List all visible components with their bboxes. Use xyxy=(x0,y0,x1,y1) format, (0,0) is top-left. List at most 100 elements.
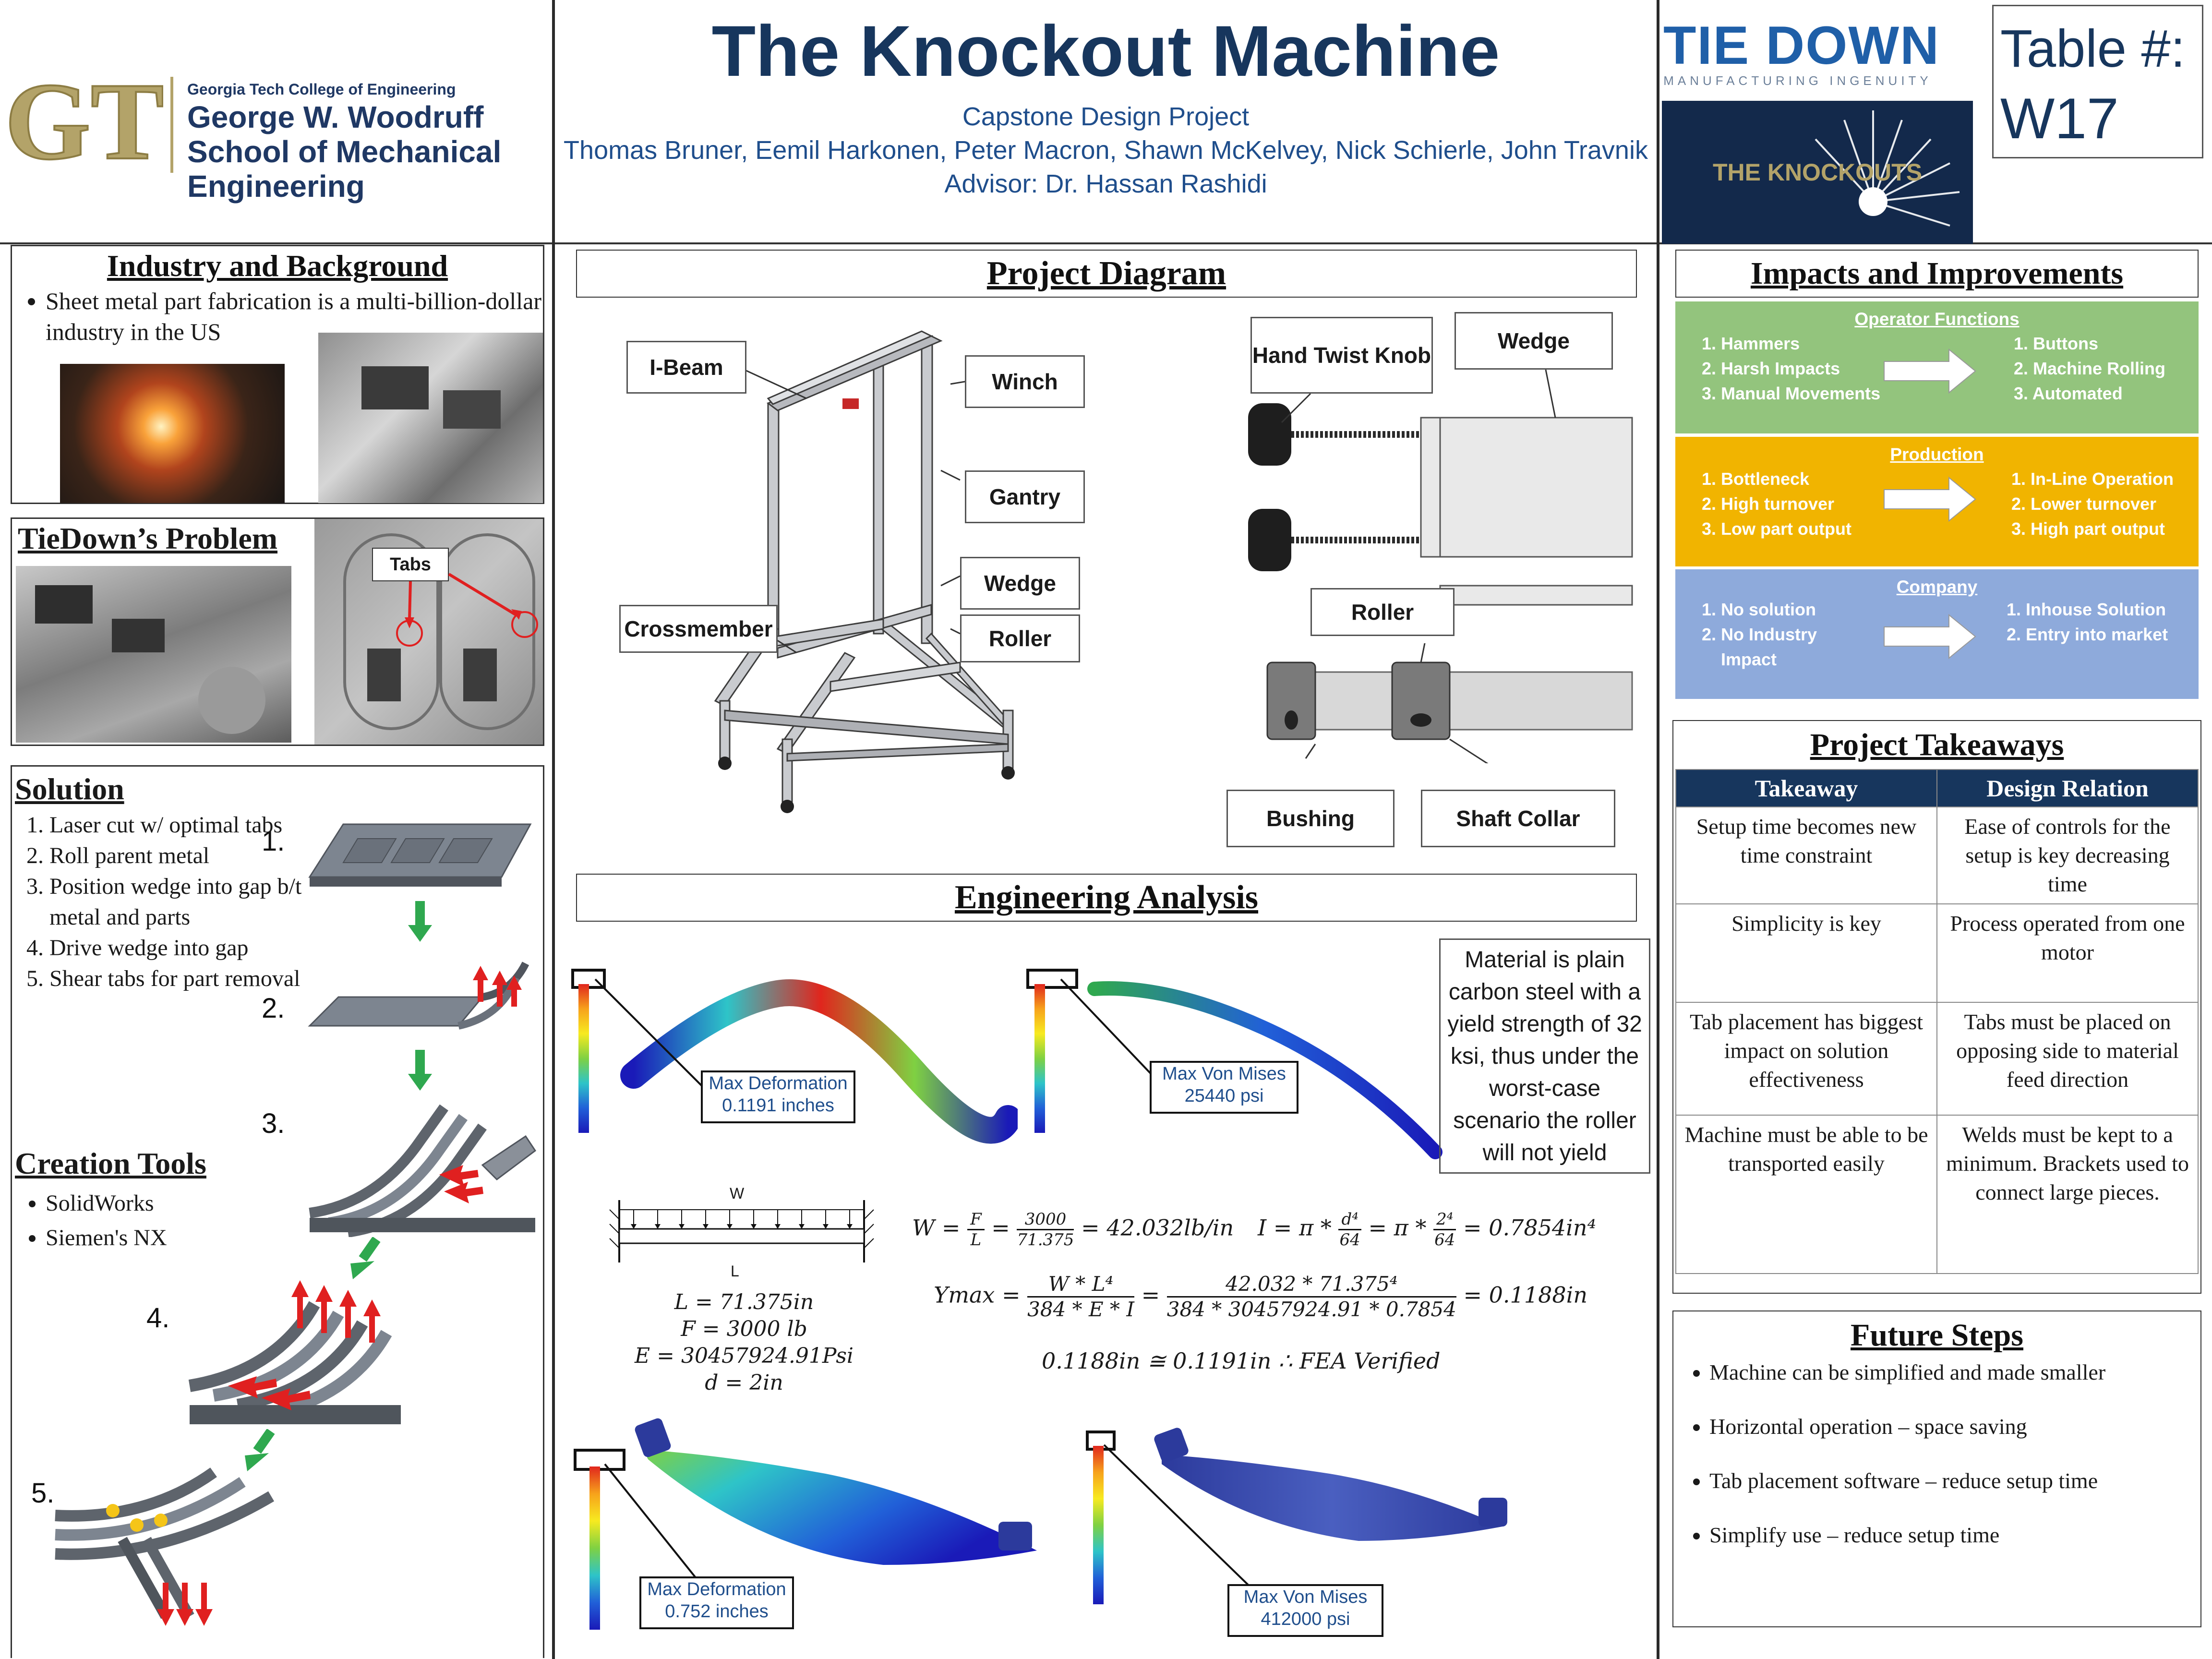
step3-wedge-position-image xyxy=(309,1104,537,1237)
table-cell: Setup time becomes new time constraint xyxy=(1675,806,1937,904)
takeaway-header: Takeaway xyxy=(1675,769,1937,807)
callout-leader xyxy=(604,1463,702,1585)
team-name: THE KNOCKOUTS xyxy=(1712,159,1923,186)
section-title: Creation Tools xyxy=(15,1146,206,1180)
roller-bushing-drawing xyxy=(1266,643,1633,763)
step1-flat-sheet-image xyxy=(308,823,532,887)
eq-part: = 0.1188in xyxy=(1463,1282,1587,1308)
callout-leader xyxy=(594,978,721,1105)
table-label: Table #: xyxy=(2000,19,2186,78)
step-number: 3. xyxy=(262,1108,285,1139)
logo-school: George W. Woodruff School of Mechanical … xyxy=(187,100,502,204)
solution-step: Laser cut w/ optimal tabs xyxy=(49,810,318,841)
fea-label-roller-deformation: Max Deformation 0.1191 inches xyxy=(701,1070,855,1123)
impact-before-item: Impact xyxy=(1702,649,1777,669)
fea-label-value: 0.752 inches xyxy=(665,1601,769,1622)
impact-before-list: 1. Hammers 2. Harsh Impacts 3. Manual Mo… xyxy=(1702,331,1880,406)
beam-load-diagram xyxy=(609,1200,874,1262)
sponsor-name: TIE DOWN xyxy=(1663,15,1940,75)
gt-monogram-icon: GT xyxy=(4,59,165,183)
section-title: Solution xyxy=(15,772,124,806)
wedge-right-label: Wedge xyxy=(1455,312,1613,370)
tabs-closeup-photo: Tabs xyxy=(314,519,543,745)
eq-num: 3000 xyxy=(1017,1210,1074,1230)
gantry-frame-drawing xyxy=(714,330,1015,813)
logo-divider xyxy=(170,77,173,173)
column-divider xyxy=(1657,0,1659,1659)
eq-part: = 0.7854in⁴ xyxy=(1463,1214,1596,1241)
impact-row-company: Company 1. No solution 2. No Industry Im… xyxy=(1675,569,2199,699)
eq-den: 64 xyxy=(1434,1230,1455,1250)
fea-label-value: 0.1191 inches xyxy=(722,1095,834,1116)
solution-steps: Laser cut w/ optimal tabs Roll parent me… xyxy=(12,810,318,994)
impact-row-operator: Operator Functions 1. Hammers 2. Harsh I… xyxy=(1675,301,2199,433)
impact-row-header: Production xyxy=(1890,445,1984,464)
poster-advisor: Advisor: Dr. Hassan Rashidi xyxy=(944,169,1267,198)
impact-after-item: 1. In-Line Operation xyxy=(2011,469,2174,489)
impacts-title-box: Impacts and Improvements xyxy=(1675,250,2199,298)
fea-color-legend xyxy=(1093,1446,1104,1604)
tool-item: Siemen's NX xyxy=(46,1223,167,1253)
section-title: Project Diagram xyxy=(986,255,1226,292)
hand-knob-label: Hand Twist Knob xyxy=(1250,317,1433,394)
impact-before-list: 1. Bottleneck 2. High turnover 3. Low pa… xyxy=(1702,467,1851,541)
impact-before-item: 1. No solution xyxy=(1702,600,1816,619)
green-arrow-icon xyxy=(350,1237,381,1279)
diagram-title-box: Project Diagram xyxy=(576,250,1637,298)
green-arrow-icon xyxy=(245,1429,275,1471)
beam-l-label: L xyxy=(731,1262,739,1280)
impact-after-list: 1. In-Line Operation 2. Lower turnover 3… xyxy=(2011,467,2174,541)
roller-left-label: Roller xyxy=(960,614,1080,662)
future-step-item: Machine can be simplified and made small… xyxy=(1709,1359,2200,1385)
fea-label-roller-stress: Max Von Mises 25440 psi xyxy=(1150,1061,1298,1114)
header-divider xyxy=(555,242,1657,244)
solution-section: Solution Laser cut w/ optimal tabs Roll … xyxy=(11,765,544,1658)
impact-row-header: Operator Functions xyxy=(1854,309,2020,329)
given-value: d = 2in xyxy=(705,1370,783,1395)
fea-label-title: Max Deformation xyxy=(709,1073,848,1094)
eq-den: L xyxy=(970,1230,982,1250)
step-number: 4. xyxy=(146,1302,170,1334)
gantry-label: Gantry xyxy=(965,470,1085,523)
crossmember-label: Crossmember xyxy=(619,605,778,653)
problem-section: TieDown’s Problem Tabs xyxy=(11,517,544,746)
wedge-left-label: Wedge xyxy=(960,557,1080,610)
givens-list: L = 71.375in F = 3000 lb E = 30457924.91… xyxy=(600,1289,888,1396)
arrow-right-icon xyxy=(1884,613,1976,660)
sponsor-tagline: MANUFACTURING INGENUITY xyxy=(1663,73,1932,88)
fea-label-wedge-stress: Max Von Mises 412000 psi xyxy=(1227,1584,1383,1637)
diagram-leader-lines-right xyxy=(1281,369,1556,423)
fea-roller-stress-plot xyxy=(1087,981,1443,1159)
roller-right-label: Roller xyxy=(1310,588,1455,636)
solution-step: Roll parent metal xyxy=(49,841,318,871)
winch-label: Winch xyxy=(965,355,1085,408)
sheet-metal-photo xyxy=(318,333,543,503)
future-steps-list: Machine can be simplified and made small… xyxy=(1673,1359,2200,1548)
industry-bullet: Sheet metal part fabrication is a multi-… xyxy=(46,286,550,347)
table-number: W17 xyxy=(2000,86,2119,151)
given-value: L = 71.375in xyxy=(674,1290,814,1314)
beam-w-label: W xyxy=(730,1185,745,1202)
impact-before-item: 3. Low part output xyxy=(1702,519,1851,539)
eq-part: = xyxy=(1141,1282,1160,1308)
shaft-collar-label: Shaft Collar xyxy=(1421,790,1615,847)
section-title: TieDown’s Problem xyxy=(18,521,278,555)
solution-step: Drive wedge into gap xyxy=(49,933,318,963)
solution-step: Position wedge into gap b/t metal and pa… xyxy=(49,871,318,933)
poster-authors: Thomas Bruner, Eemil Harkonen, Peter Mac… xyxy=(564,136,1648,165)
step-number: 2. xyxy=(262,993,285,1024)
step4-wedge-drive-image xyxy=(188,1280,401,1424)
poster-subtitle: Capstone Design Project xyxy=(962,102,1250,131)
gt-logo: GT Georgia Tech College of Engineering G… xyxy=(4,59,547,204)
impact-after-list: 1. Inhouse Solution 2. Entry into market xyxy=(2007,597,2168,647)
tool-item: SolidWorks xyxy=(46,1188,167,1219)
section-title: Engineering Analysis xyxy=(954,879,1259,916)
fea-color-legend xyxy=(578,984,589,1133)
impact-after-item: 2. Lower turnover xyxy=(2011,494,2157,514)
logo-institution: Georgia Tech College of Engineering xyxy=(187,81,456,98)
